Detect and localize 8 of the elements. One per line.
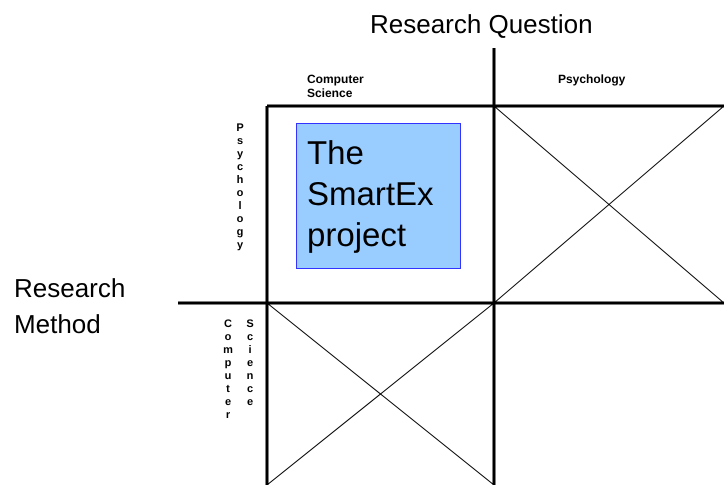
column-header: Computer Science [307,72,365,100]
row-header: Computer Science [221,318,257,418]
axis-title: Research Question [370,8,593,41]
project-box [296,123,461,269]
project-title: The SmartEx project [306,133,435,255]
column-header: Psychology [558,72,626,86]
axis-title: Research Method [14,272,126,341]
row-header: Psychology [233,122,247,254]
